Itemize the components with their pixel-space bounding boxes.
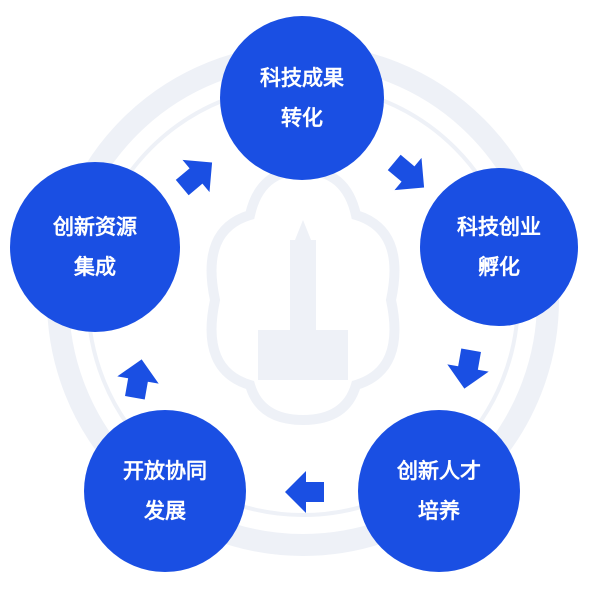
arrows [117, 154, 489, 513]
node-talent-training: 创新人才 培养 [358, 410, 520, 572]
arrow-up-icon [117, 359, 159, 400]
node-label-line1: 创新人才 [397, 459, 481, 483]
node-startup-incubation: 科技创业 孵化 [420, 168, 578, 326]
node-tech-transfer: 科技成果 转化 [220, 16, 384, 180]
arrow-up-right-icon [175, 159, 213, 196]
arrow-left-icon [285, 471, 324, 513]
node-label-line1: 创新资源 [53, 215, 137, 239]
node-label-line2: 发展 [144, 499, 186, 523]
node-label-line2: 转化 [281, 106, 323, 130]
arrow-down-right-icon [387, 154, 425, 191]
node-label-line1: 科技成果 [260, 66, 344, 90]
node-label-line2: 集成 [74, 255, 116, 279]
node-open-collaboration: 开放协同 发展 [84, 410, 246, 572]
node-label-line2: 培养 [418, 499, 460, 523]
node-label-line1: 开放协同 [123, 459, 207, 483]
node-resource-integration: 创新资源 集成 [10, 162, 180, 332]
node-label-line2: 孵化 [478, 255, 520, 279]
arrow-down-icon [447, 348, 489, 389]
node-label-line1: 科技创业 [457, 215, 541, 239]
